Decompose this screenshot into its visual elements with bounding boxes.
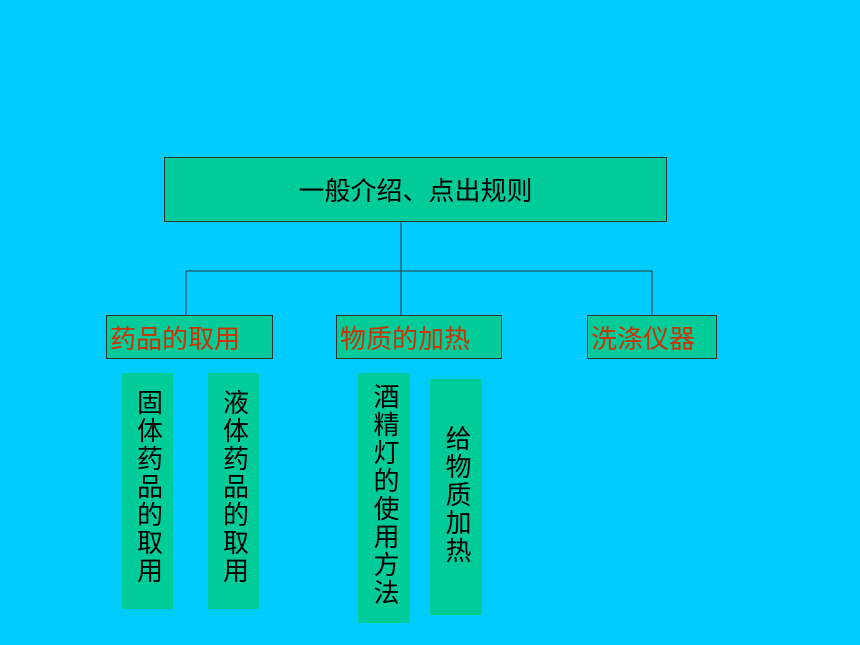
root-node-label: 一般介绍、点出规则 (298, 177, 533, 207)
category-heating-substances: 物质的加热 (336, 315, 502, 359)
leaf-label: 液体药品的取用 (218, 389, 249, 585)
leaf-heating-substance: 给物质加热 (430, 379, 482, 615)
leaf-label: 酒精灯的使用方法 (369, 383, 399, 607)
category-label: 药品的取用 (110, 324, 241, 355)
leaf-label: 给物质加热 (441, 425, 471, 565)
category-washing-instruments: 洗涤仪器 (587, 315, 717, 359)
leaf-liquid-medicine: 液体药品的取用 (208, 373, 259, 609)
category-medicine-use: 药品的取用 (106, 315, 273, 359)
category-label: 物质的加热 (340, 324, 471, 355)
leaf-label: 固体药品的取用 (132, 389, 163, 585)
leaf-solid-medicine: 固体药品的取用 (122, 373, 173, 609)
root-node: 一般介绍、点出规则 (164, 157, 667, 222)
category-label: 洗涤仪器 (591, 324, 696, 355)
leaf-alcohol-lamp: 酒精灯的使用方法 (358, 373, 410, 623)
